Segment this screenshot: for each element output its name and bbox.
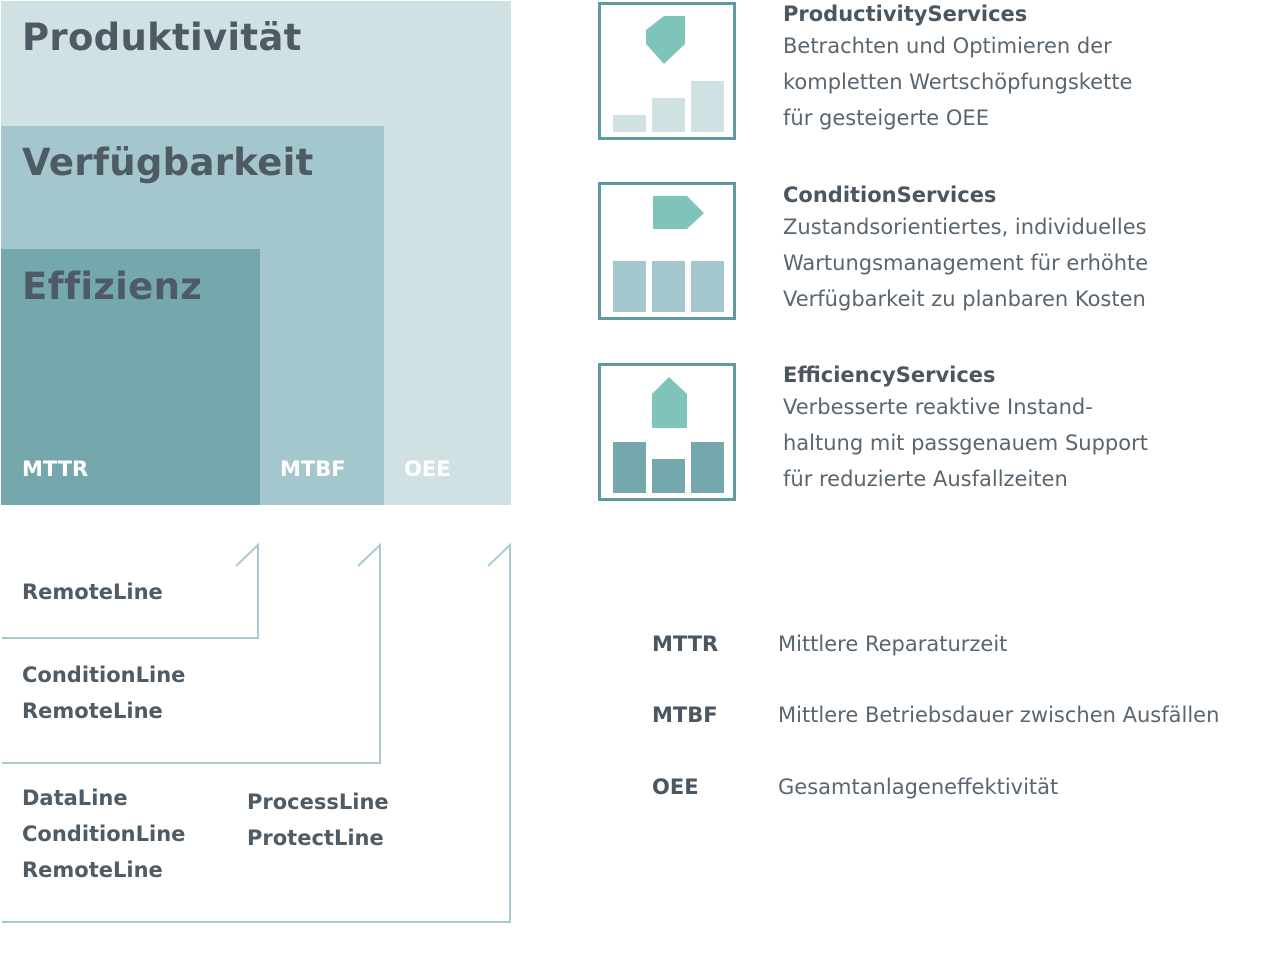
tier2-lines: ConditionLine RemoteLine	[22, 657, 185, 729]
tier1-lines: RemoteLine	[22, 574, 163, 610]
metric-label-mttr: MTTR	[22, 457, 89, 481]
service-description-line: Verbesserte reaktive Instand-	[783, 395, 1093, 419]
service-description-line: für gesteigerte OEE	[783, 106, 989, 130]
line-item: ProtectLine	[247, 826, 384, 850]
line-item: DataLine	[22, 786, 128, 810]
service-title: EfficiencyServices	[783, 363, 996, 387]
bracket-tier3	[2, 542, 511, 923]
efficiency-services-icon	[598, 363, 736, 501]
service-description-line: kompletten Wertschöpfungskette	[783, 70, 1133, 94]
productivity-services-icon	[598, 2, 736, 140]
glossary-abbr-mtbf: MTBF	[652, 703, 718, 727]
glossary-abbr-mttr: MTTR	[652, 632, 719, 656]
line-item: RemoteLine	[22, 858, 163, 882]
glossary-def-mttr: Mittlere Reparaturzeit	[778, 632, 1008, 656]
bracket-tier1	[2, 542, 259, 639]
service-description-line: für reduzierte Ausfallzeiten	[783, 467, 1068, 491]
condition-services-icon	[598, 182, 736, 320]
produktivitaet-title: Produktivität	[22, 16, 302, 59]
efficiency-services-text: EfficiencyServices Verbesserte reaktive …	[783, 361, 1148, 497]
line-item: RemoteLine	[22, 580, 163, 604]
line-item: RemoteLine	[22, 699, 163, 723]
glossary-def-mtbf: Mittlere Betriebsdauer zwischen Ausfälle…	[778, 703, 1220, 727]
tier3-lines-right: ProcessLine ProtectLine	[247, 784, 389, 856]
line-item: ProcessLine	[247, 790, 389, 814]
service-description-line: Verfügbarkeit zu planbaren Kosten	[783, 287, 1146, 311]
condition-services-text: ConditionServices Zustandsorientiertes, …	[783, 181, 1148, 317]
metric-label-oee: OEE	[404, 457, 451, 481]
metric-label-mtbf: MTBF	[280, 457, 346, 481]
bracket-tier2	[2, 542, 381, 764]
line-item: ConditionLine	[22, 663, 186, 687]
service-title: ProductivityServices	[783, 2, 1028, 26]
service-description-line: Betrachten und Optimieren der	[783, 34, 1112, 58]
effizienz-title: Effizienz	[22, 265, 203, 308]
service-description-line: Wartungsmanagement für erhöhte	[783, 251, 1149, 275]
verfuegbarkeit-title: Verfügbarkeit	[22, 141, 314, 184]
effizienz-box	[1, 249, 260, 505]
service-description-line: Zustandsorientiertes, individuelles	[783, 215, 1147, 239]
product-line-brackets	[2, 542, 511, 923]
line-item: ConditionLine	[22, 822, 186, 846]
tier3-lines-left: DataLine ConditionLine RemoteLine	[22, 780, 185, 888]
glossary-def-oee: Gesamtanlageneffektivität	[778, 775, 1059, 799]
productivity-services-text: ProductivityServices Betrachten und Opti…	[783, 0, 1132, 136]
glossary-abbr-oee: OEE	[652, 775, 699, 799]
service-title: ConditionServices	[783, 183, 997, 207]
service-description-line: haltung mit passgenauem Support	[783, 431, 1148, 455]
